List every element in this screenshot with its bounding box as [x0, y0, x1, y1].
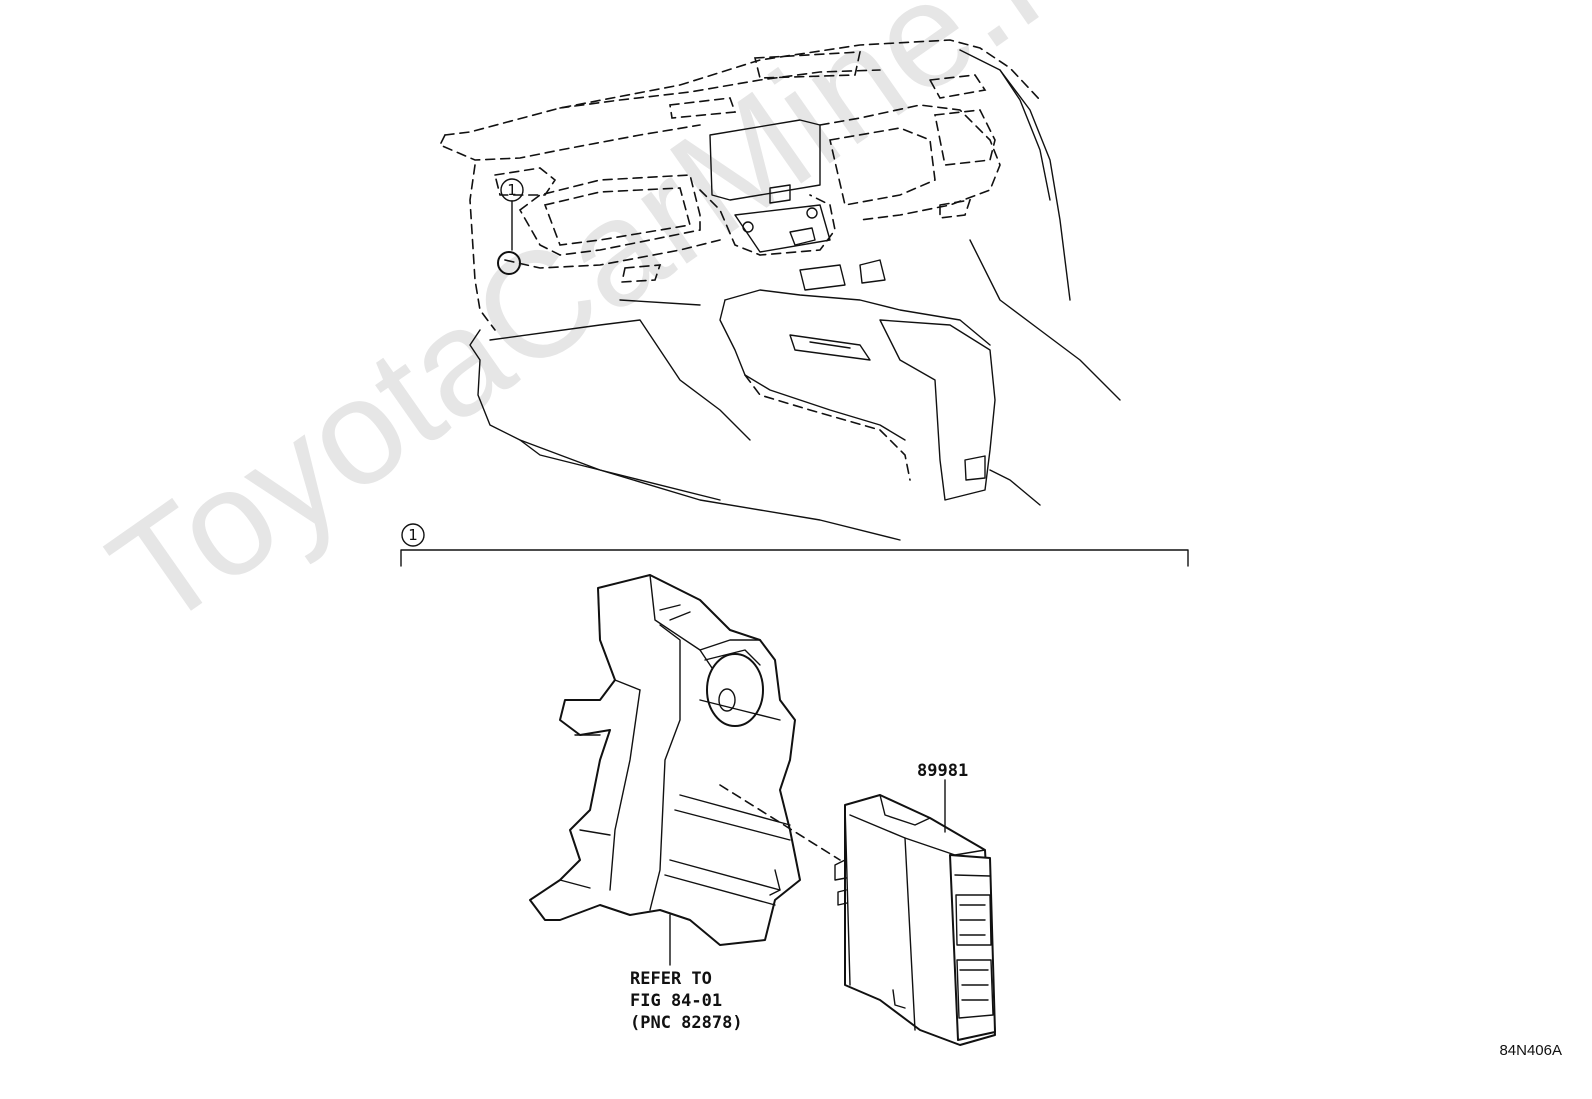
- reference-line-1: REFER TO: [630, 969, 712, 989]
- reference-line-2: FIG 84-01: [630, 991, 723, 1011]
- bracket-number: 1: [408, 526, 418, 544]
- reference-note: REFER TO FIG 84-01 (PNC 82878): [630, 968, 743, 1034]
- reference-line-3: (PNC 82878): [630, 1013, 743, 1033]
- ecu-module-illustration: [834, 779, 996, 1046]
- dashboard-illustration: [438, 39, 1121, 541]
- callout-number: 1: [507, 181, 517, 199]
- part-number-89981: 89981: [917, 761, 969, 781]
- detail-bracket: 1: [400, 523, 1189, 567]
- figure-code: 84N406A: [1499, 1042, 1562, 1059]
- junction-block-illustration: [529, 574, 801, 966]
- alignment-line: [719, 784, 841, 861]
- callout-marker-1: 1: [497, 178, 524, 275]
